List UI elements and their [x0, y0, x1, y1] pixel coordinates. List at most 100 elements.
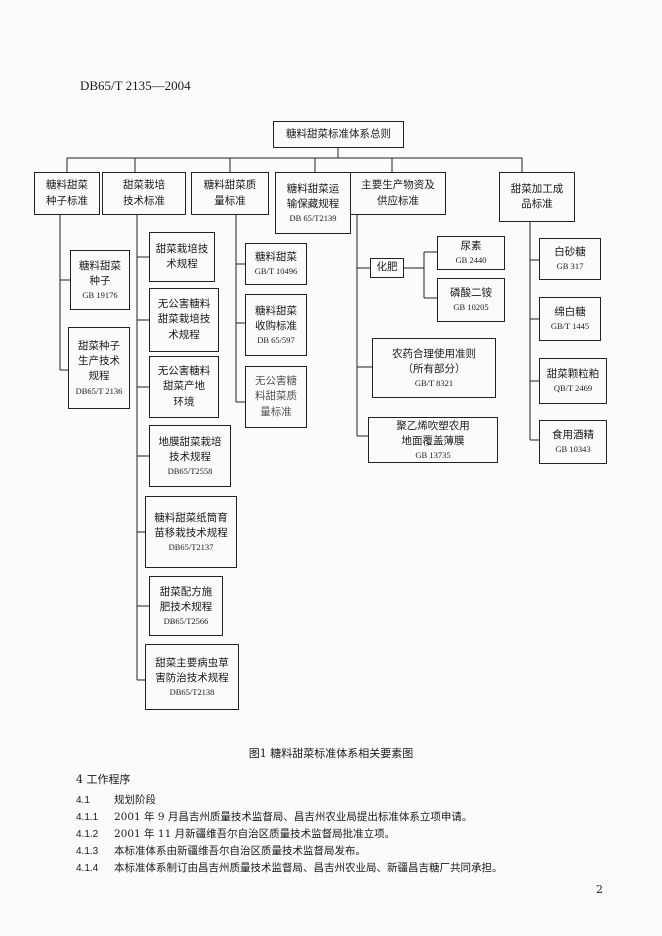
section-item-number: 4.1.3 — [76, 846, 99, 857]
cultivation-item-line: 环境 — [173, 395, 195, 408]
cultivation-item-code: DB65/T2137 — [168, 542, 214, 553]
product-item-line: 绵白糖 — [554, 306, 586, 319]
quality-item-code: DB 65/597 — [257, 335, 295, 346]
cultivation-item: 甜菜栽培技 术规程 — [149, 232, 215, 282]
quality-item-line: 糖料甜菜 — [255, 251, 297, 264]
supply-item: 农药合理使用准则 （所有部分） GB/T 8321 — [372, 338, 496, 398]
product-item: 食用酒精 GB 10343 — [539, 420, 607, 464]
product-item: 甜菜颗粒粕 QB/T 2469 — [539, 358, 607, 404]
product-item: 白砂糖 GB 317 — [539, 238, 601, 280]
section-item-text: 2001 年 11 月新疆维吾尔自治区质量技术监督局批准立项。 — [114, 828, 396, 840]
product-item-code: GB 317 — [556, 261, 584, 272]
section-item-number: 4.1.1 — [76, 812, 99, 823]
cultivation-item: 无公害糖料 甜菜产地 环境 — [149, 356, 219, 418]
seed-item-line: 糖料甜菜 — [79, 259, 121, 272]
quality-item: 无公害糖 料甜菜质 量标准 — [245, 366, 307, 428]
category-quality-line1: 糖料甜菜质 — [203, 179, 257, 192]
product-item-code: GB/T 1445 — [550, 321, 590, 332]
supply-item-line: 农药合理使用准则 — [392, 347, 476, 360]
fertilizer-item-line: 磷酸二铵 — [450, 287, 492, 300]
category-transport: 糖料甜菜运 输保藏规程 DB 65/T2139 — [275, 172, 351, 234]
fertilizer-item-code: GB 10205 — [453, 302, 489, 313]
cultivation-item-line: 甜菜栽培技 — [157, 313, 211, 326]
product-item-line: 白砂糖 — [554, 246, 586, 259]
category-cultivation-line2: 技术标准 — [123, 194, 165, 207]
cultivation-item-line: 技术规程 — [169, 450, 211, 463]
quality-item-line: 收购标准 — [255, 319, 297, 332]
seed-item-code: GB 19176 — [82, 290, 118, 301]
product-item-line: 甜菜颗粒粕 — [546, 368, 600, 381]
cultivation-item-code: DB65/T2138 — [169, 687, 215, 698]
fertilizer-item-code: GB 2440 — [455, 255, 487, 266]
quality-item-line: 无公害糖 — [255, 375, 297, 388]
quality-item-line: 料甜菜质 — [255, 390, 297, 403]
category-quality: 糖料甜菜质 量标准 — [191, 172, 269, 215]
supply-item-line: （所有部分） — [402, 362, 466, 375]
quality-item: 糖料甜菜 收购标准 DB 65/597 — [245, 294, 307, 356]
root-box: 糖料甜菜标准体系总则 — [273, 121, 404, 148]
cultivation-item: 糖料甜菜纸筒育 苗移栽技术规程 DB65/T2137 — [145, 496, 237, 568]
section-item-text: 规划阶段 — [114, 794, 156, 806]
product-item-code: GB 10343 — [555, 444, 591, 455]
cultivation-item: 甜菜主要病虫草 害防治技术规程 DB65/T2138 — [145, 644, 239, 710]
section-item-number: 4.1.4 — [76, 863, 99, 874]
root-label: 糖料甜菜标准体系总则 — [286, 127, 391, 140]
category-supply-line1: 主要生产物资及 — [361, 179, 435, 192]
category-cultivation-line1: 甜菜栽培 — [123, 179, 165, 192]
supply-item-line: 聚乙烯吹塑农用 — [396, 419, 470, 432]
category-product-line1: 甜菜加工成 — [510, 182, 564, 195]
cultivation-item: 无公害糖料 甜菜栽培技 术规程 — [149, 288, 219, 352]
section-item: 4.1.3 本标准体系由新疆维吾尔自治区质量技术监督局发布。 — [76, 843, 366, 858]
category-transport-line1: 糖料甜菜运 — [286, 182, 340, 195]
cultivation-item-line: 害防治技术规程 — [155, 671, 229, 684]
section-item-text: 2001 年 9 月昌吉州质量技术监督局、昌吉州农业局提出标准体系立项申请。 — [114, 811, 473, 823]
fertilizer-item: 尿素 GB 2440 — [437, 236, 505, 270]
cultivation-item-line: 甜菜栽培技 — [155, 242, 209, 255]
category-transport-code: DB 65/T2139 — [289, 213, 337, 224]
product-item-line: 食用酒精 — [552, 429, 594, 442]
cultivation-item-line: 甜菜主要病虫草 — [155, 656, 229, 669]
cultivation-item-code: DB65/T2566 — [163, 616, 209, 627]
fertilizer-box: 化肥 — [370, 258, 404, 278]
cultivation-item-line: 地膜甜菜栽培 — [158, 435, 222, 448]
supply-item-line: 地面覆盖薄膜 — [401, 434, 465, 447]
quality-item: 糖料甜菜 GB/T 10496 — [245, 243, 307, 285]
fertilizer-label: 化肥 — [376, 261, 398, 274]
cultivation-item-line: 苗移栽技术规程 — [154, 526, 228, 539]
page-number: 2 — [596, 883, 603, 896]
seed-item: 糖料甜菜 种子 GB 19176 — [70, 250, 130, 310]
seed-item-line: 生产技术 — [78, 355, 120, 368]
figure-caption: 图1 糖料甜菜标准体系相关要素图 — [248, 747, 414, 760]
section-item: 4.1.1 2001 年 9 月昌吉州质量技术监督局、昌吉州农业局提出标准体系立项… — [76, 809, 472, 824]
seed-item-line: 甜菜种子 — [78, 340, 120, 353]
category-product: 甜菜加工成 品标准 — [499, 172, 575, 222]
cultivation-item: 地膜甜菜栽培 技术规程 DB65/T2558 — [149, 425, 231, 487]
section-title: 4 工作程序 — [76, 773, 131, 786]
category-seed: 糖料甜菜 种子标准 — [34, 172, 100, 215]
seed-item-line: 规程 — [88, 370, 110, 383]
cultivation-item-line: 甜菜配方施 — [159, 585, 213, 598]
section-item-text: 本标准体系由新疆维吾尔自治区质量技术监督局发布。 — [114, 845, 366, 857]
section-item: 4.1 规划阶段 — [76, 792, 156, 807]
category-product-line2: 品标准 — [521, 198, 553, 210]
fertilizer-item: 磷酸二铵 GB 10205 — [437, 278, 505, 322]
category-transport-line2: 输保藏规程 — [286, 197, 340, 210]
section-item-number: 4.1 — [76, 795, 90, 806]
seed-item-code: DB65/T 2136 — [75, 385, 123, 396]
section-item: 4.1.2 2001 年 11 月新疆维吾尔自治区质量技术监督局批准立项。 — [76, 826, 395, 841]
product-item-code: QB/T 2469 — [553, 383, 593, 394]
category-seed-line1: 糖料甜菜 — [46, 179, 88, 192]
supply-item-code: GB/T 8321 — [414, 378, 454, 389]
seed-item-line: 种子 — [89, 274, 111, 287]
category-quality-line2: 量标准 — [214, 194, 246, 207]
section-item-number: 4.1.2 — [76, 829, 99, 840]
quality-item-line: 糖料甜菜 — [255, 304, 297, 317]
quality-item-line: 量标准 — [260, 405, 292, 418]
fertilizer-item-line: 尿素 — [460, 240, 482, 253]
connector-lines — [59, 148, 539, 681]
category-cultivation: 甜菜栽培 技术标准 — [102, 172, 186, 215]
product-item: 绵白糖 GB/T 1445 — [539, 297, 601, 341]
cultivation-item-line: 术规程 — [166, 258, 198, 270]
cultivation-item-line: 无公害糖料 — [157, 298, 211, 311]
